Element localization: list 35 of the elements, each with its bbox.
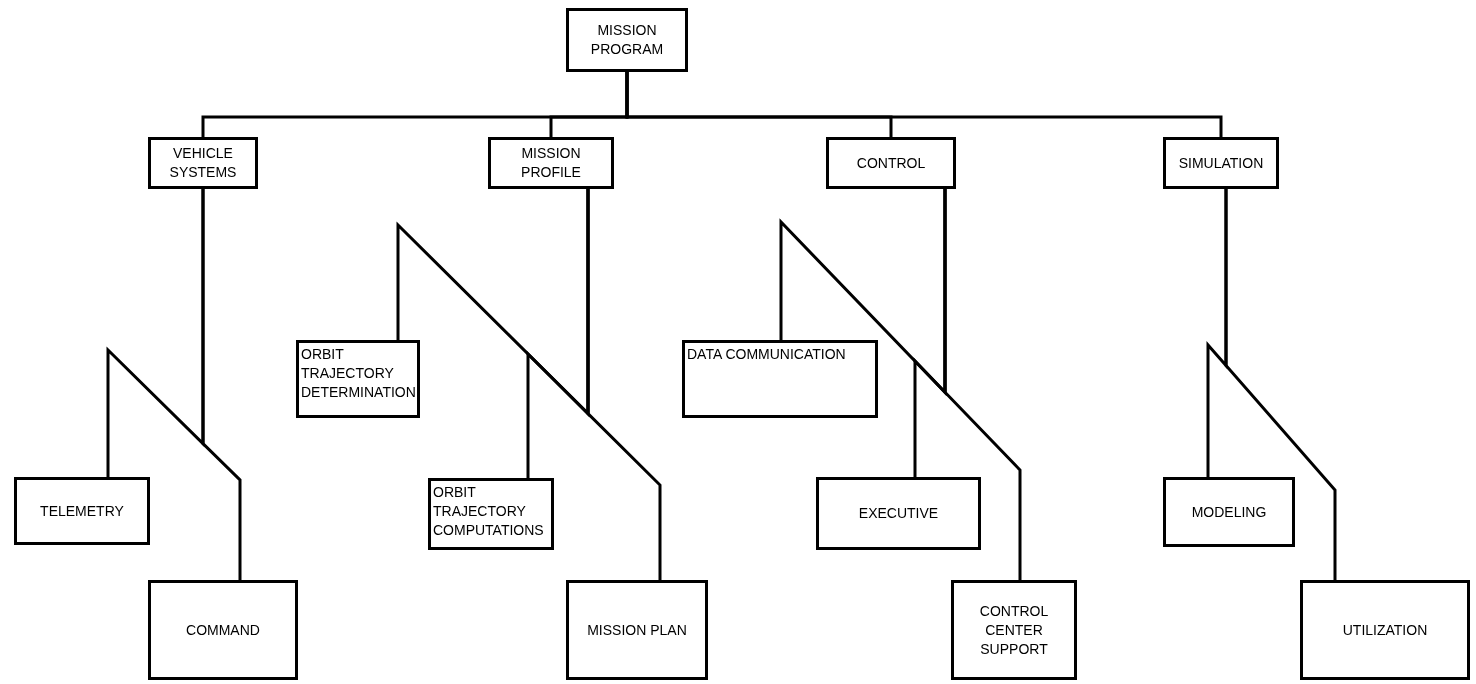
node-box bbox=[1300, 580, 1470, 680]
node-box bbox=[488, 137, 614, 189]
node-label: ORBIT TRAJECTORY COMPUTATIONS bbox=[433, 483, 545, 540]
node-box bbox=[566, 580, 708, 680]
node-box bbox=[296, 340, 420, 418]
node-label: CONTROL CENTER SUPPORT bbox=[978, 601, 1050, 659]
node-box bbox=[14, 477, 150, 545]
connector-line bbox=[943, 189, 1022, 580]
node-box bbox=[1163, 137, 1279, 189]
node-box bbox=[428, 478, 554, 550]
node-box bbox=[1163, 477, 1295, 547]
node-label: EXECUTIVE bbox=[858, 504, 939, 523]
node-box bbox=[148, 580, 298, 680]
node-label: ORBIT TRAJECTORY DETERMINATION bbox=[301, 345, 416, 402]
node-box bbox=[566, 8, 688, 72]
node-label: UTILIZATION bbox=[1342, 620, 1428, 640]
node-label: MISSION PROFILE bbox=[520, 144, 582, 182]
node-label: CONTROL bbox=[856, 153, 926, 173]
node-label: DATA COMMUNICATION bbox=[687, 345, 846, 364]
node-box bbox=[148, 137, 258, 189]
connector-line bbox=[625, 72, 1223, 137]
node-box bbox=[682, 340, 878, 418]
node-label: COMMAND bbox=[186, 620, 260, 640]
node-label: TELEMETRY bbox=[40, 501, 124, 521]
node-box bbox=[826, 137, 956, 189]
node-box bbox=[951, 580, 1077, 680]
connector-line bbox=[586, 189, 662, 580]
node-box bbox=[816, 477, 981, 550]
node-label: SIMULATION bbox=[1178, 153, 1264, 173]
node-label: MISSION PROGRAM bbox=[589, 21, 665, 59]
node-label: MISSION PLAN bbox=[587, 620, 687, 640]
node-label: MODELING bbox=[1191, 502, 1267, 522]
connector-line bbox=[201, 189, 242, 580]
connector-line bbox=[1224, 189, 1337, 580]
node-label: VEHICLE SYSTEMS bbox=[168, 144, 238, 182]
